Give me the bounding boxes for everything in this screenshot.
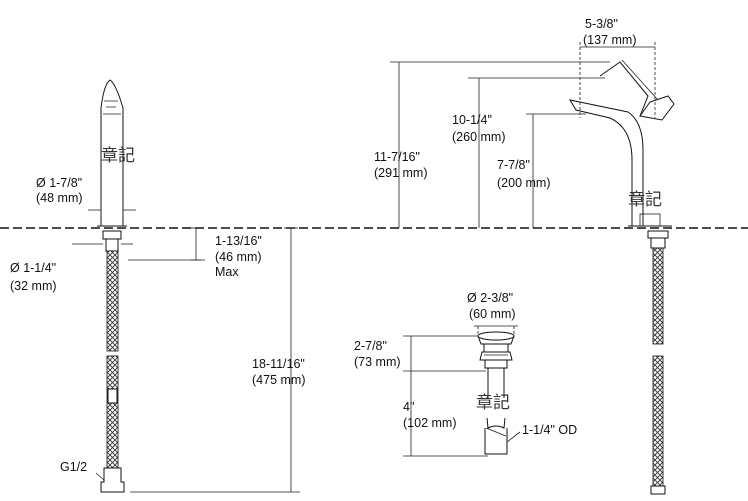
- total-height-dimension: 11-7/16" (291 mm): [374, 61, 610, 228]
- deck-dim-mm: (46 mm): [215, 250, 262, 264]
- deck-dim-inch: 1-13/16": [215, 234, 262, 248]
- drain-flange-dimension: Ø 2-3/8" (60 mm): [467, 291, 518, 336]
- lever-height-inch: 10-1/4": [452, 113, 492, 127]
- deck-dim-max: Max: [215, 265, 239, 279]
- reach-dim-mm: (137 mm): [583, 33, 636, 47]
- total-height-inch: 11-7/16": [374, 150, 420, 164]
- width-dimension: Ø 1-7/8" (48 mm): [36, 176, 136, 215]
- hole-dimension: Ø 1-1/4" (32 mm): [10, 243, 133, 293]
- drain-body-dimension: 2-7/8" (73 mm) 4" (102 mm): [354, 335, 488, 457]
- drain-assembly: [477, 331, 515, 455]
- drain-tail-inch: 4": [403, 400, 414, 414]
- hole-dim-inch: Ø 1-1/4": [10, 261, 56, 275]
- width-dim-inch: Ø 1-7/8": [36, 176, 82, 190]
- faucet-front-view: [97, 79, 127, 227]
- lever-height-mm: (260 mm): [452, 130, 505, 144]
- spout-height-mm: (200 mm): [497, 176, 550, 190]
- reach-dim-inch: 5-3/8": [585, 17, 618, 31]
- faucet-side-view: [568, 59, 675, 227]
- watermark-left: 章記: [101, 146, 135, 166]
- drain-tail-mm: (102 mm): [403, 416, 456, 430]
- supply-length-dimension: 18-11/16" (475 mm): [130, 227, 305, 493]
- thread-label: G1/2: [60, 460, 87, 474]
- deck-thickness-dimension: 1-13/16" (46 mm) Max: [128, 227, 262, 279]
- hole-dim-mm: (32 mm): [10, 279, 57, 293]
- mounting-hardware-left: [100, 230, 125, 493]
- watermark-right: 章記: [628, 190, 662, 210]
- drain-body-inch: 2-7/8": [354, 339, 387, 353]
- lever-height-dimension: 10-1/4" (260 mm): [452, 77, 605, 228]
- supply-dim-mm: (475 mm): [252, 373, 305, 387]
- mounting-hardware-right: [647, 230, 669, 495]
- reach-dimension: 5-3/8" (137 mm): [579, 17, 656, 118]
- spout-height-inch: 7-7/8": [497, 158, 530, 172]
- od-callout: 1-1/4" OD: [506, 423, 577, 443]
- drain-body-mm: (73 mm): [354, 355, 401, 369]
- od-label: 1-1/4" OD: [522, 423, 577, 437]
- supply-dim-inch: 18-11/16": [252, 357, 305, 371]
- total-height-mm: (291 mm): [374, 166, 427, 180]
- width-dim-mm: (48 mm): [36, 191, 83, 205]
- drain-flange-inch: Ø 2-3/8": [467, 291, 513, 305]
- spout-height-dimension: 7-7/8" (200 mm): [497, 113, 586, 228]
- drain-flange-mm: (60 mm): [469, 307, 516, 321]
- watermark-drain: 章記: [476, 393, 510, 413]
